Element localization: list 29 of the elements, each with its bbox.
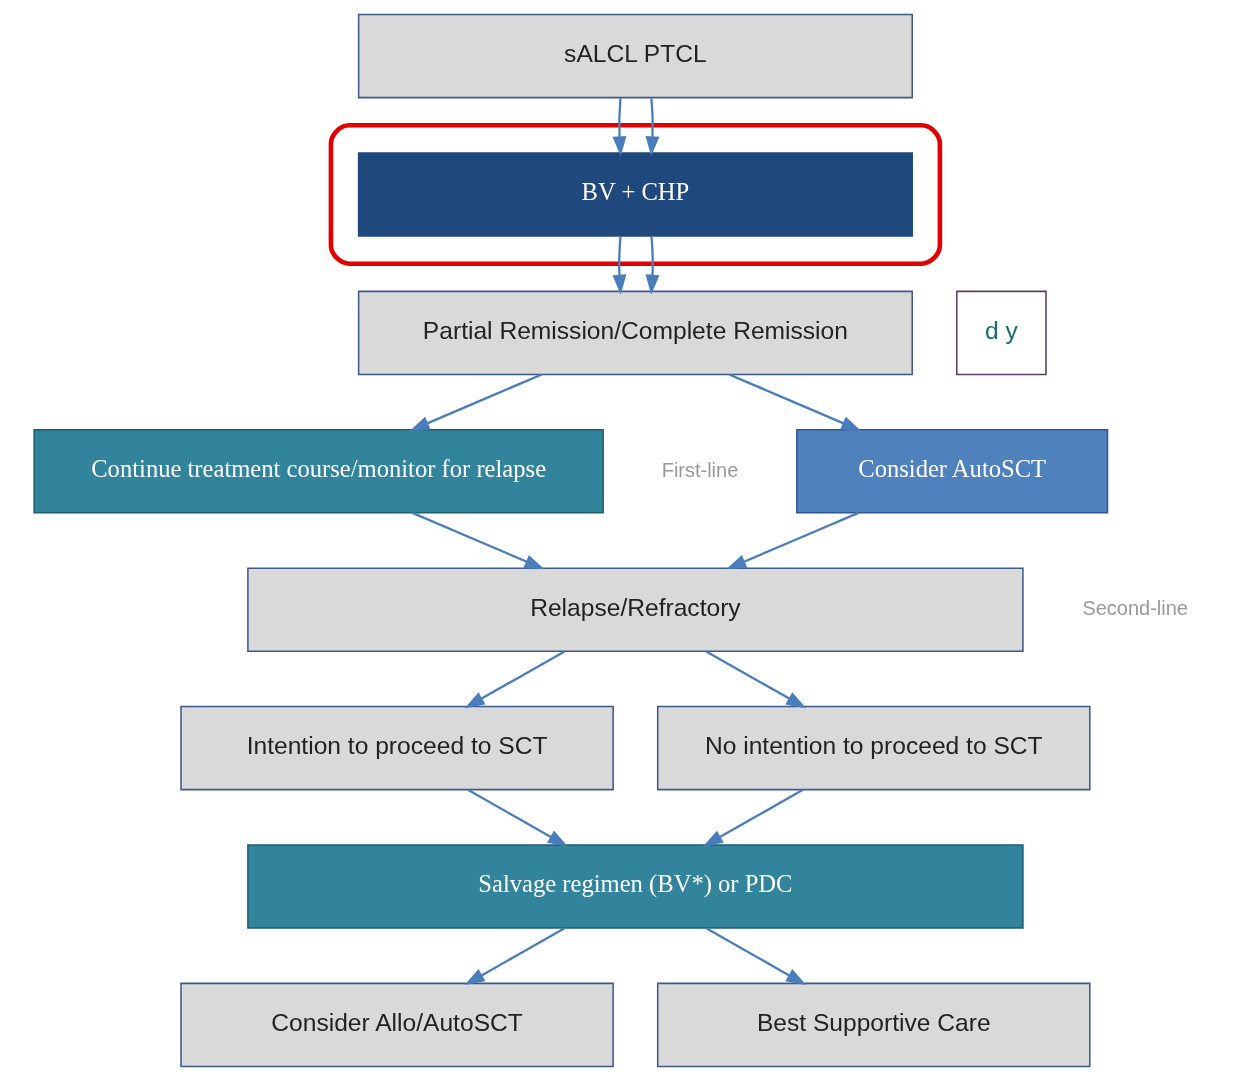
cluster <box>328 123 942 266</box>
node-box: Consider AutoSCT <box>795 429 1108 514</box>
label: Second-line <box>1081 596 1188 619</box>
node-box: d y <box>955 290 1047 376</box>
arrow <box>645 236 660 295</box>
arrow <box>705 927 806 985</box>
node-box: BV + CHP <box>357 152 913 237</box>
arrow <box>409 373 542 431</box>
arrow <box>464 927 565 985</box>
arrow <box>464 650 565 709</box>
arrow <box>411 511 545 570</box>
arrow <box>702 788 803 847</box>
arrow <box>645 98 660 157</box>
node-box: No intention to proceed to SCT <box>656 705 1091 791</box>
node-box: Consider Allo/AutoSCT <box>179 982 614 1068</box>
arrow <box>611 98 626 157</box>
node-box: Continue treatment course/monitor for relapse <box>32 429 604 514</box>
node-box: Relapse/Refractory <box>246 567 1024 652</box>
node-box: sALCL PTCL <box>357 13 913 99</box>
label: First-line <box>661 458 738 481</box>
arrow <box>725 511 859 570</box>
arrow <box>466 788 568 847</box>
node-box: Best Supportive Care <box>656 982 1091 1068</box>
node-box: Salvage regimen (BV*) or PDC <box>246 844 1024 929</box>
node-box: Intention to proceed to SCT <box>179 705 614 791</box>
arrow <box>611 236 626 295</box>
arrow <box>728 373 861 431</box>
arrow <box>705 650 806 709</box>
node-box: Partial Remission/Complete Remission <box>357 290 913 376</box>
